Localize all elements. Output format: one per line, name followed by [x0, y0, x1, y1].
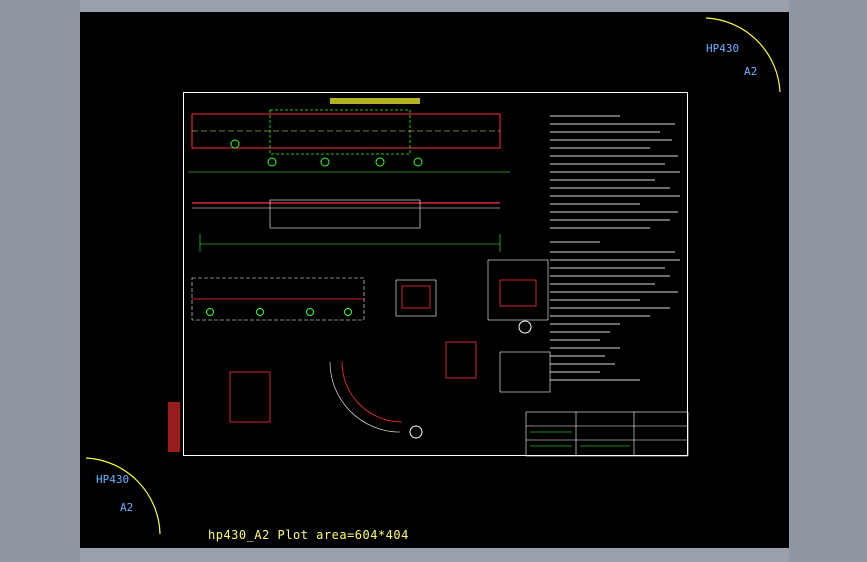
corner-model-label-bottom: HP430 [96, 473, 130, 486]
workspace-margin-left [0, 0, 80, 562]
drawing-sheet-frame [183, 92, 688, 456]
corner-size-label-top: A2 [744, 65, 758, 78]
cad-drawing-viewport[interactable]: HP430 A2 HP430 A2 hp430_A2 Plot area=604… [80, 12, 789, 548]
corner-size-label-bottom: A2 [120, 501, 134, 514]
workspace-margin-right [789, 0, 867, 562]
cad-linework [85, 17, 781, 535]
corner-model-label-top: HP430 [706, 42, 740, 55]
plot-area-caption: hp430_A2 Plot area=604*404 [208, 528, 409, 542]
